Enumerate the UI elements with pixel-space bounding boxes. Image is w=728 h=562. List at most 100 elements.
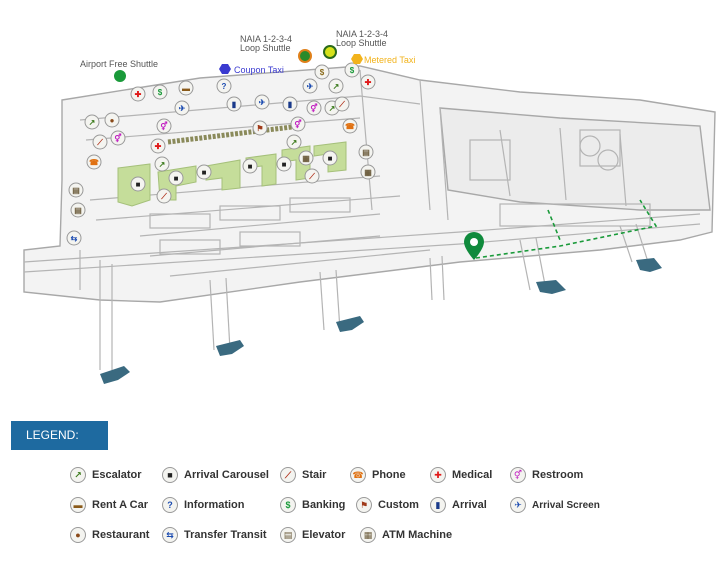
restroom-icon[interactable]: ⚥ — [290, 116, 306, 132]
stair-icon[interactable]: ⟋ — [334, 96, 350, 112]
escalator-icon: ↗ — [70, 467, 86, 483]
banking-icon[interactable]: $ — [152, 84, 168, 100]
location-pin-icon[interactable] — [464, 232, 484, 260]
legend-label: Arrival Screen — [532, 499, 600, 511]
legend-label: Transfer Transit — [184, 529, 267, 541]
information-icon: ? — [162, 497, 178, 513]
atm-machine-icon: ▦ — [360, 527, 376, 543]
arrival-carousel-icon[interactable]: ■ — [130, 176, 146, 192]
legend-item-banking: $ Banking — [280, 496, 345, 514]
restroom-icon[interactable]: ⚥ — [306, 100, 322, 116]
stair-icon[interactable]: ⟋ — [304, 168, 320, 184]
custom-icon[interactable]: ⚑ — [252, 120, 268, 136]
svg-text:⚑: ⚑ — [256, 124, 263, 133]
restroom-icon[interactable]: ⚥ — [156, 118, 172, 134]
escalator-icon[interactable]: ↗ — [328, 78, 344, 94]
transport-labels: Airport Free Shuttle Coupon Taxi NAIA 1-… — [80, 29, 415, 75]
svg-text:$: $ — [158, 88, 163, 97]
arrival-icon[interactable]: ▮ — [282, 96, 298, 112]
banking-icon[interactable]: $ — [314, 64, 330, 80]
svg-text:↗: ↗ — [291, 138, 298, 147]
legend-item-stair: ⟋ Stair — [280, 466, 326, 484]
svg-text:↗: ↗ — [89, 118, 96, 127]
arrival-screen-icon[interactable]: ✈ — [254, 94, 270, 110]
atm-machine-icon[interactable]: ▦ — [360, 164, 376, 180]
svg-text:⚥: ⚥ — [160, 121, 167, 131]
naia-loop-shuttle-2-label-line2: Loop Shuttle — [336, 38, 387, 48]
elevator-icon[interactable]: ▤ — [358, 144, 374, 160]
legend-item-atm-machine: ▦ ATM Machine — [360, 526, 452, 544]
svg-text:✈: ✈ — [307, 82, 314, 91]
atm-machine-icon[interactable]: ▦ — [298, 150, 314, 166]
naia-loop-shuttle-2-label-line1: NAIA 1-2-3-4 — [336, 29, 388, 39]
stair-icon[interactable]: ⟋ — [156, 188, 172, 204]
naia-loop-shuttle-2-marker[interactable] — [323, 45, 337, 59]
naia-loop-shuttle-1-marker[interactable] — [298, 49, 312, 63]
arrival-carousel-icon[interactable]: ■ — [322, 150, 338, 166]
svg-text:↗: ↗ — [159, 160, 166, 169]
airport-free-shuttle-label: Airport Free Shuttle — [80, 59, 158, 69]
rent-a-car-icon: ▬ — [70, 497, 86, 513]
legend-item-arrival-carousel: ■ Arrival Carousel — [162, 466, 269, 484]
information-icon[interactable]: ? — [216, 78, 232, 94]
svg-text:?: ? — [222, 82, 227, 91]
stair-icon: ⟋ — [280, 467, 296, 483]
arrival-screen-icon[interactable]: ✈ — [302, 78, 318, 94]
escalator-icon[interactable]: ↗ — [286, 134, 302, 150]
medical-icon[interactable]: ✚ — [150, 138, 166, 154]
svg-text:☎: ☎ — [345, 122, 355, 131]
medical-icon[interactable]: ✚ — [130, 86, 146, 102]
arrival-icon: ▮ — [430, 497, 446, 513]
arrival-carousel-icon[interactable]: ■ — [276, 156, 292, 172]
stair-icon[interactable]: ⟋ — [92, 134, 108, 150]
svg-text:⟋: ⟋ — [96, 138, 103, 147]
rent-a-car-icon[interactable]: ▬ — [178, 80, 194, 96]
svg-text:▦: ▦ — [302, 154, 310, 163]
route-path-branch — [547, 209, 561, 241]
phone-icon[interactable]: ☎ — [342, 118, 358, 134]
legend-label: Restroom — [532, 469, 584, 481]
arrival-carousel-icon[interactable]: ■ — [168, 170, 184, 186]
airport-free-shuttle-marker[interactable] — [114, 70, 126, 82]
transport-markers — [114, 45, 363, 82]
restaurant-icon[interactable]: ● — [104, 112, 120, 128]
arrival-icon[interactable]: ▮ — [226, 96, 242, 112]
legend-label: Custom — [378, 499, 419, 511]
transfer-transit-icon[interactable]: ⇆ — [66, 230, 82, 246]
legend-label: Banking — [302, 499, 346, 511]
banking-icon[interactable]: $ — [344, 62, 360, 78]
custom-icon: ⚑ — [356, 497, 372, 513]
legend-item-restroom: ⚥ Restroom — [510, 466, 583, 484]
metered-taxi-label: Metered Taxi — [364, 55, 415, 65]
svg-text:✚: ✚ — [365, 78, 372, 87]
legend-label: Rent A Car — [92, 499, 149, 511]
legend-item-medical: ✚ Medical — [430, 466, 492, 484]
arrival-screen-icon[interactable]: ✈ — [174, 100, 190, 116]
coupon-taxi-marker[interactable] — [219, 64, 231, 74]
restroom-icon[interactable]: ⚥ — [110, 130, 126, 146]
metered-taxi-marker[interactable] — [351, 54, 363, 64]
escalator-icon[interactable]: ↗ — [84, 114, 100, 130]
medical-icon[interactable]: ✚ — [360, 74, 376, 90]
arrival-carousel-icon[interactable]: ■ — [242, 158, 258, 174]
svg-text:⚥: ⚥ — [114, 133, 121, 143]
medical-icon: ✚ — [430, 467, 446, 483]
legend-item-information: ? Information — [162, 496, 245, 514]
svg-text:▦: ▦ — [364, 168, 372, 177]
svg-text:✈: ✈ — [179, 104, 186, 113]
elevator-icon[interactable]: ▤ — [68, 182, 84, 198]
legend-label: Stair — [302, 469, 327, 481]
svg-text:■: ■ — [202, 168, 207, 177]
arrival-carousel-icon[interactable]: ■ — [196, 164, 212, 180]
arrival-screen-icon: ✈ — [510, 497, 526, 513]
svg-text:⟋: ⟋ — [160, 192, 167, 201]
legend-item-custom: ⚑ Custom — [356, 496, 419, 514]
legend-item-restaurant: ● Restaurant — [70, 526, 149, 544]
phone-icon[interactable]: ☎ — [86, 154, 102, 170]
escalator-icon[interactable]: ↗ — [154, 156, 170, 172]
elevator-icon[interactable]: ▤ — [70, 202, 86, 218]
svg-text:▤: ▤ — [74, 206, 82, 215]
east-wing-block — [439, 107, 711, 211]
map-facility-icons: ✚ $ ▬ ? ● ↗ ⟋ ⚥ ⚥ ✚ ☎ ✈ ▮ ✈ ⚑ ⚥ ▮ ⚥ ✈ ↗ … — [66, 62, 376, 246]
svg-text:$: $ — [350, 66, 355, 75]
